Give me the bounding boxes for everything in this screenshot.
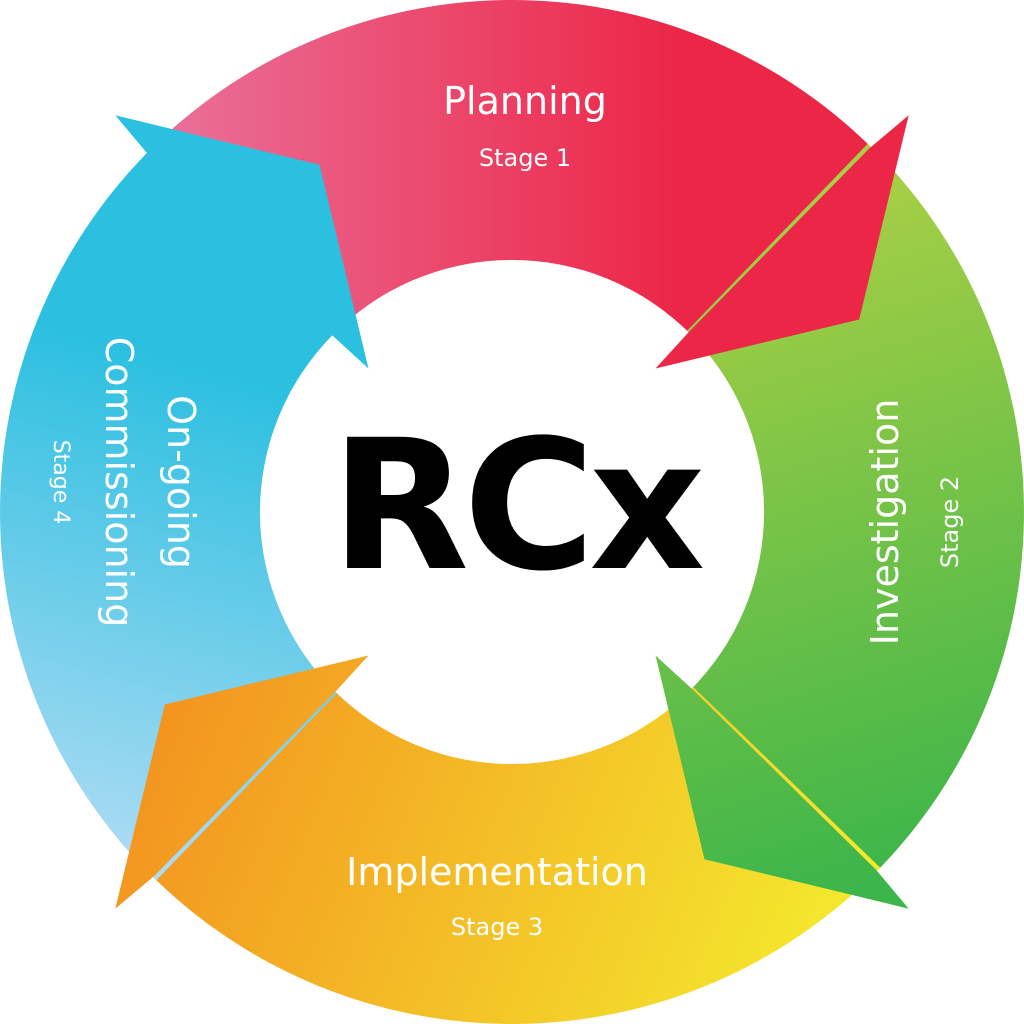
planning-title: Planning bbox=[443, 79, 607, 123]
commissioning-title-line2: Commissioning bbox=[97, 337, 141, 628]
ongoing-stage: Stage 4 bbox=[48, 440, 73, 525]
implementation-stage: Stage 3 bbox=[451, 913, 543, 941]
center-label: RCx bbox=[331, 402, 704, 611]
investigation-title: Investigation bbox=[863, 399, 907, 646]
ongoing-commissioning-arrowhead bbox=[115, 115, 369, 369]
investigation-arrowhead bbox=[655, 655, 909, 909]
investigation-stage: Stage 2 bbox=[936, 476, 964, 568]
planning-arrowhead bbox=[655, 115, 909, 369]
ongoing-title-line1: On-going bbox=[159, 395, 203, 569]
implementation-title: Implementation bbox=[346, 850, 648, 894]
implementation-arrowhead bbox=[115, 655, 369, 909]
planning-stage: Stage 1 bbox=[479, 144, 571, 172]
